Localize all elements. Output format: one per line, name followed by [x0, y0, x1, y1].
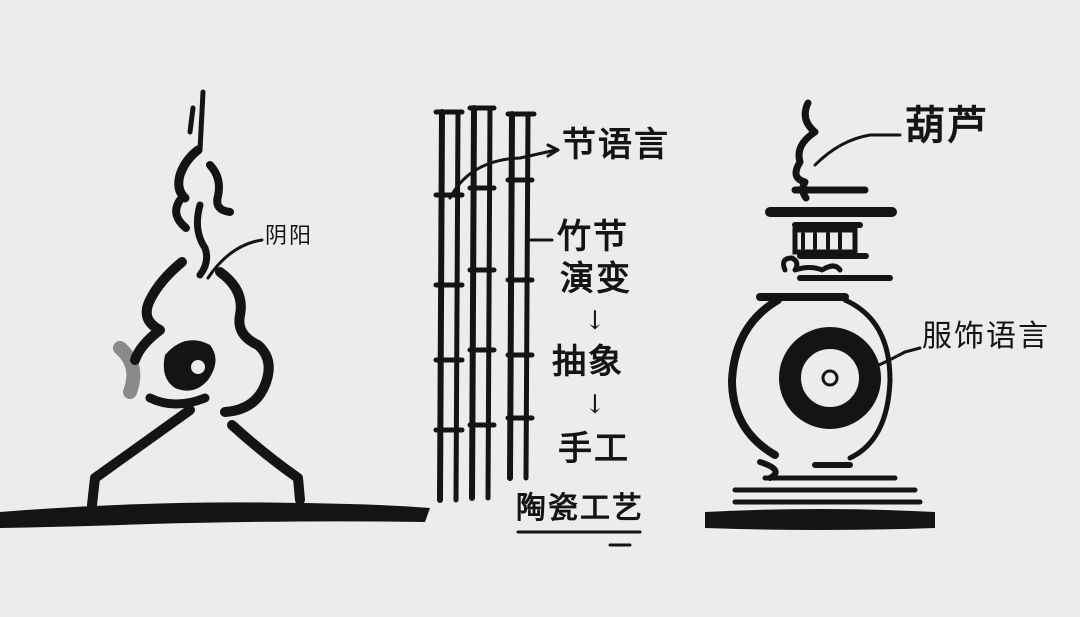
body-left-curve — [130, 257, 187, 365]
yinyang-waist — [145, 393, 210, 409]
body-right-arc — [842, 297, 893, 461]
gourd-label: 葫芦 — [905, 102, 989, 149]
pattern-band-marks — [801, 232, 842, 250]
bamboo-evolution-label-1: 竹节 — [557, 217, 629, 257]
bamboo-evolution-label-2: 演变 — [560, 259, 632, 299]
clothing-leader — [866, 346, 922, 372]
body-left-arc — [728, 296, 782, 459]
bamboo-stalk-5 — [507, 111, 515, 481]
cloud-scroll — [781, 255, 843, 273]
bamboo-stalk-2 — [453, 109, 461, 503]
spire-curl-left — [174, 145, 203, 203]
bamboo-stalk-4 — [485, 105, 493, 501]
spire-top-stroke — [187, 89, 206, 153]
bamboo-leader-arrowhead — [546, 143, 560, 158]
spire-curl-right — [206, 161, 234, 216]
ceramic-craft-label: 陶瓷工艺 — [516, 491, 644, 526]
body-right-curve — [215, 267, 274, 417]
bamboo-stalk-1 — [437, 109, 445, 503]
handcraft-label: 手工 — [558, 429, 630, 469]
yinyang-label: 阴阳 — [265, 224, 314, 249]
pattern-band — [792, 227, 858, 255]
yinyang-tower-drawing — [0, 89, 430, 528]
bamboo-stalk-3 — [469, 105, 477, 501]
bamboo-nodes — [433, 105, 537, 433]
bamboo-drawing — [433, 105, 642, 547]
gourd-leader — [813, 133, 902, 167]
yinyang-leader — [206, 238, 264, 280]
bamboo-stalk-6 — [523, 111, 531, 481]
yinyang-eye — [191, 360, 205, 374]
right-leg — [227, 420, 305, 505]
abstract-label: 抽象 — [552, 342, 624, 382]
gourd-lamp-drawing — [705, 99, 935, 530]
left-ground-stroke — [0, 502, 430, 528]
arrow-down-2: ↓ — [584, 390, 608, 420]
bamboo-language-label: 节语言 — [562, 125, 670, 165]
bamboo-language-leader — [448, 148, 558, 200]
body-shadow-stroke — [113, 341, 141, 399]
ceramic-underline — [516, 530, 642, 547]
clothing-language-label: 服饰语言 — [922, 319, 1050, 354]
gourd-finial — [792, 99, 819, 202]
ring-inner-eye — [821, 369, 839, 387]
right-ground-stroke — [705, 509, 935, 530]
clothing-ring — [779, 327, 881, 429]
spire-stroke-left — [172, 196, 190, 232]
spire-stroke-mid — [193, 201, 211, 279]
left-leg — [87, 405, 195, 510]
arrow-down-1: ↓ — [584, 306, 608, 336]
yinyang-core — [163, 340, 216, 391]
